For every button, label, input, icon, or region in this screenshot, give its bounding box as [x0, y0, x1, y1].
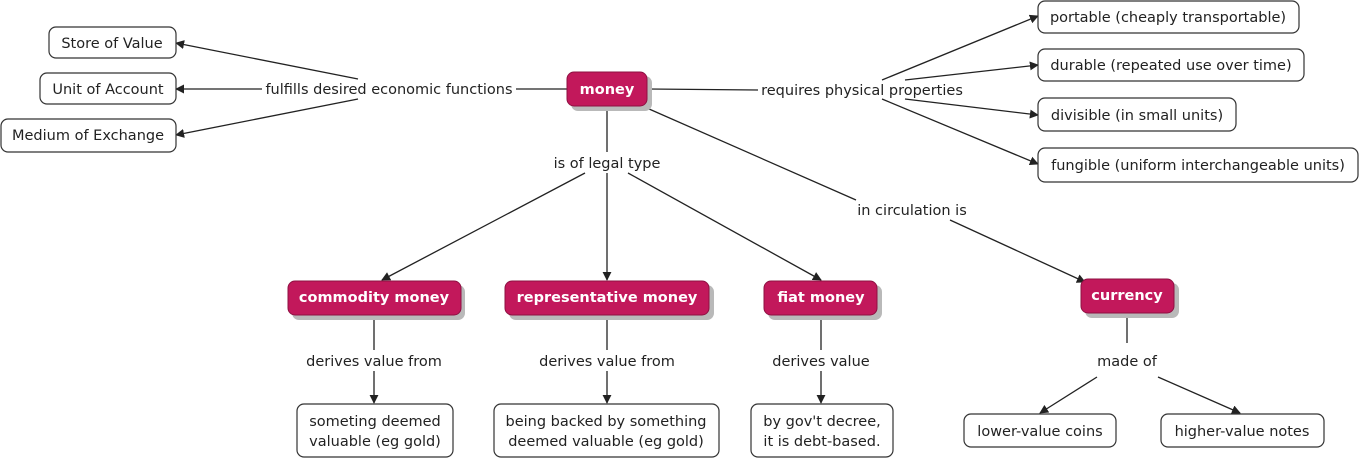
link-commodity-derives: derives value from — [306, 354, 442, 370]
node-currency[interactable]: currency — [1080, 278, 1179, 318]
function-nodes: Store of Value Unit of Account Medium of… — [0, 26, 177, 153]
value-nodes: someting deemed valuable (eg gold) being… — [296, 403, 1325, 458]
node-commodity-value-line1: someting deemed — [309, 414, 440, 430]
node-portable[interactable]: portable (cheaply transportable) — [1037, 0, 1300, 34]
node-fungible[interactable]: fungible (uniform interchangeable units) — [1037, 147, 1359, 183]
node-money-label: money — [580, 82, 635, 98]
node-representative-money-label: representative money — [517, 290, 698, 306]
hub-nodes: money commodity money representative mon… — [287, 71, 1179, 320]
node-higher-value-notes-label: higher-value notes — [1175, 424, 1310, 440]
node-portable-label: portable (cheaply transportable) — [1050, 10, 1286, 26]
edge-properties-durable — [904, 61, 1039, 81]
node-store-of-value[interactable]: Store of Value — [48, 26, 177, 59]
edge-made-of-coins — [1039, 376, 1098, 414]
link-representative-derives: derives value from — [539, 354, 675, 370]
edges — [175, 14, 1241, 414]
edge-properties-divisible — [904, 98, 1039, 119]
link-functions: fulfills desired economic functions — [265, 82, 512, 98]
link-properties: requires physical properties — [761, 83, 963, 99]
node-lower-value-coins-label: lower-value coins — [977, 424, 1102, 440]
node-divisible-label: divisible (in small units) — [1051, 108, 1223, 124]
node-durable[interactable]: durable (repeated use over time) — [1037, 48, 1305, 82]
node-commodity-value-line2: valuable (eg gold) — [309, 434, 441, 450]
node-fiat-money-label: fiat money — [777, 290, 865, 306]
edge-circulation-currency — [949, 219, 1086, 283]
node-commodity-money[interactable]: commodity money — [287, 280, 465, 320]
edge-properties-fungible — [881, 98, 1039, 166]
node-divisible[interactable]: divisible (in small units) — [1037, 97, 1237, 132]
edge-legal-commodity — [381, 172, 586, 281]
node-fungible-label: fungible (uniform interchangeable units) — [1051, 158, 1345, 174]
link-circulation: in circulation is — [857, 203, 967, 219]
node-fiat-value-line2: it is debt-based. — [763, 434, 880, 450]
node-fiat-money[interactable]: fiat money — [763, 280, 882, 320]
edge-money-circulation — [639, 104, 857, 201]
node-representative-money[interactable]: representative money — [504, 280, 714, 320]
node-durable-label: durable (repeated use over time) — [1050, 58, 1291, 74]
edge-functions-store-of-value — [175, 40, 359, 80]
node-representative-value-line1: being backed by something — [506, 414, 707, 430]
edge-made-of-notes — [1157, 376, 1241, 414]
node-fiat-value-line1: by gov't decree, — [763, 414, 881, 430]
node-higher-value-notes[interactable]: higher-value notes — [1160, 413, 1325, 448]
node-medium-of-exchange[interactable]: Medium of Exchange — [0, 118, 177, 153]
link-fiat-derives: derives value — [772, 354, 869, 370]
link-made-of: made of — [1097, 354, 1158, 370]
edge-functions-medium-of-exchange — [175, 98, 359, 138]
property-nodes: portable (cheaply transportable) durable… — [1037, 0, 1359, 183]
node-unit-of-account[interactable]: Unit of Account — [39, 72, 177, 105]
node-commodity-value[interactable]: someting deemed valuable (eg gold) — [296, 403, 454, 458]
node-representative-value-line2: deemed valuable (eg gold) — [508, 434, 704, 450]
node-commodity-money-label: commodity money — [299, 290, 450, 306]
node-representative-value[interactable]: being backed by something deemed valuabl… — [493, 403, 720, 458]
node-money[interactable]: money — [566, 71, 652, 111]
node-store-of-value-label: Store of Value — [61, 36, 162, 52]
link-legal-type: is of legal type — [554, 156, 661, 172]
edge-legal-fiat — [627, 172, 822, 281]
node-currency-label: currency — [1091, 288, 1163, 304]
node-lower-value-coins[interactable]: lower-value coins — [963, 413, 1117, 448]
edge-money-properties — [647, 88, 759, 91]
node-medium-of-exchange-label: Medium of Exchange — [12, 128, 164, 144]
link-labels: fulfills desired economic functions requ… — [265, 82, 1157, 370]
node-unit-of-account-label: Unit of Account — [52, 82, 164, 98]
node-fiat-value[interactable]: by gov't decree, it is debt-based. — [750, 403, 894, 458]
edge-properties-portable — [881, 14, 1039, 81]
